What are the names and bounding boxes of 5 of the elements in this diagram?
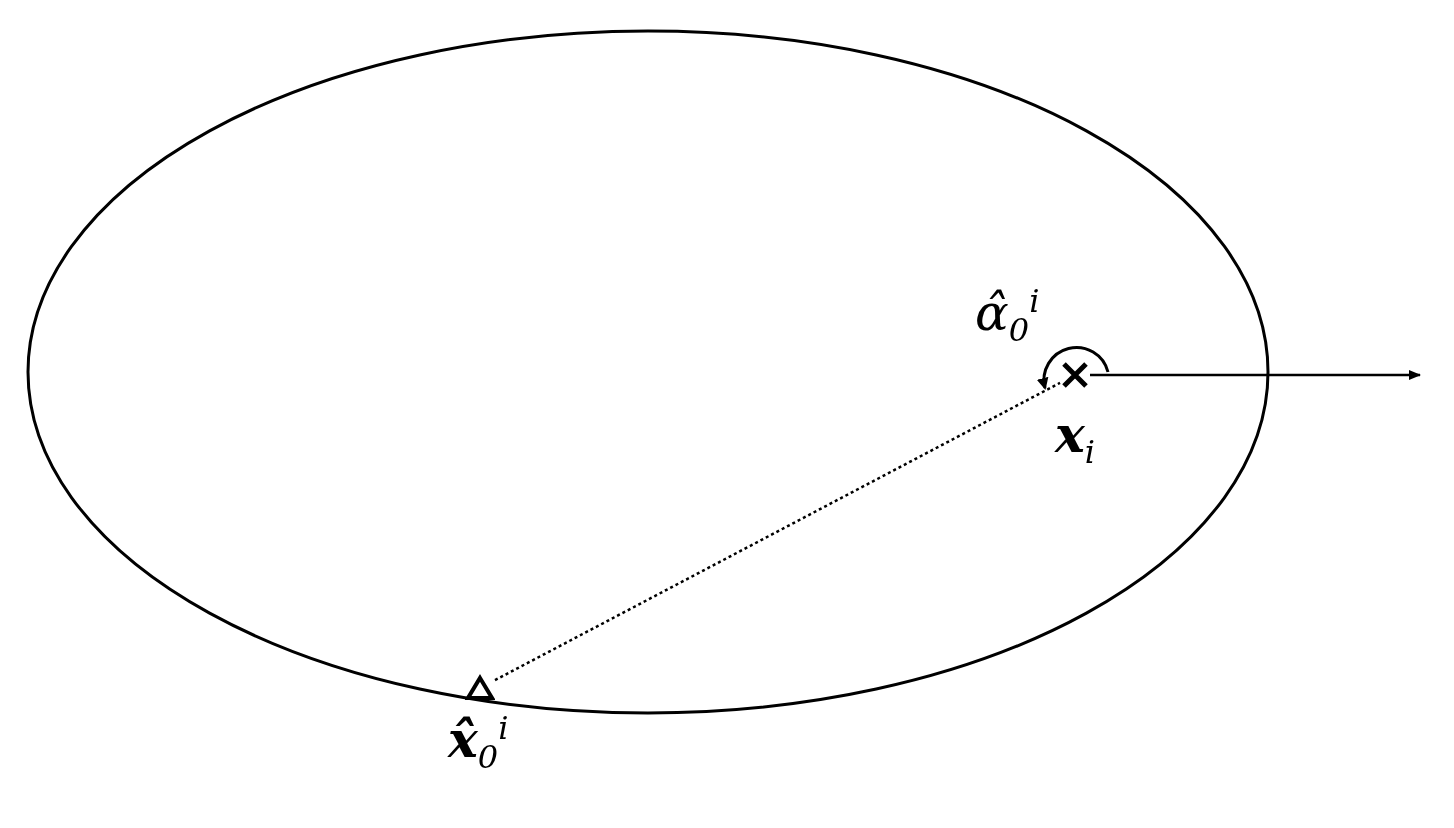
- triangle-marker: [465, 673, 495, 703]
- dotted-line: [494, 381, 1061, 682]
- arrow: [1090, 370, 1421, 380]
- cross-marker: [1060, 360, 1090, 390]
- point-label: x$_{i}$: [1055, 410, 1096, 468]
